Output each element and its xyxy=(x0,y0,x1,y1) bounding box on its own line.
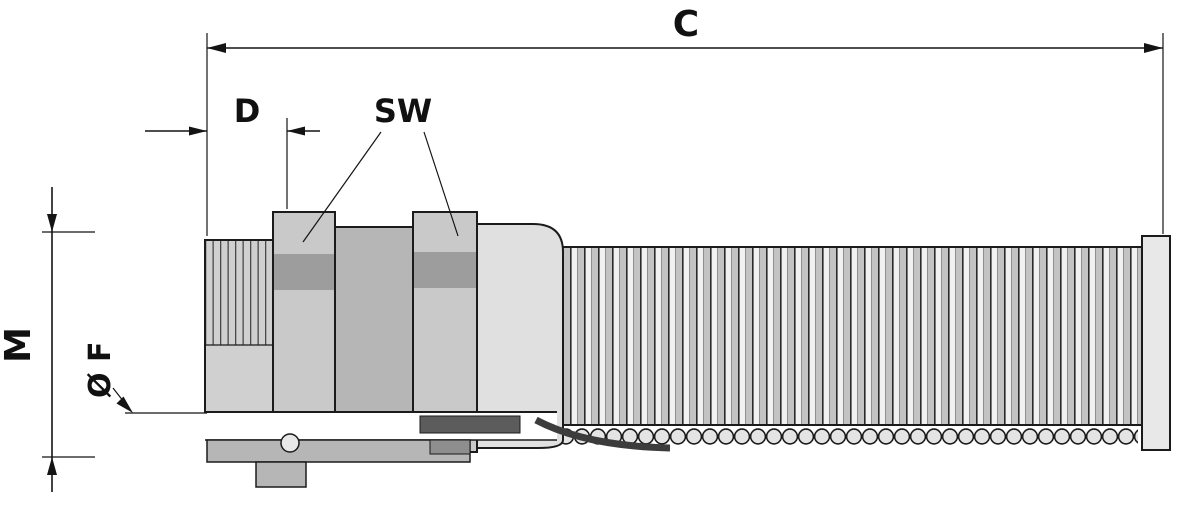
c-arrow-left xyxy=(207,43,226,53)
dimension-m: M xyxy=(0,187,95,492)
m-arrow-bottom xyxy=(47,457,57,475)
conduit-corrugations xyxy=(555,246,1145,426)
sw-leader-front-nut xyxy=(302,131,382,243)
d-arrow-right xyxy=(287,126,305,136)
dimension-d: D xyxy=(145,92,320,209)
label-wrench-size: SW xyxy=(374,92,432,130)
label-thread-length: D xyxy=(234,92,261,130)
d-arrow-left xyxy=(189,126,207,136)
sw-leader-rear-nut xyxy=(423,131,459,237)
annotation-sw: SW xyxy=(302,92,459,243)
dimension-c: C xyxy=(206,4,1164,236)
hex-nut-rear-facet xyxy=(414,252,476,288)
seal-insert xyxy=(419,415,521,434)
clamp-step xyxy=(429,439,471,455)
thread-lines xyxy=(206,241,272,345)
cap-nut xyxy=(476,223,564,449)
c-arrow-right xyxy=(1144,43,1163,53)
gland-fitting xyxy=(204,211,671,488)
flexible-conduit xyxy=(555,235,1171,451)
conduit-end-ferrule xyxy=(1141,235,1171,451)
f-arrow xyxy=(116,396,133,413)
dimension-f: Ø F xyxy=(83,342,207,414)
label-thread-size: M xyxy=(0,327,39,363)
m-arrow-top xyxy=(47,214,57,232)
conduit-entry-curve xyxy=(534,416,671,452)
clamp-claw-tab xyxy=(255,461,307,488)
clamp-ball xyxy=(280,433,300,453)
hex-nut-front-facet xyxy=(274,254,334,290)
label-overall-length: C xyxy=(673,4,699,45)
label-bore-diameter: Ø F xyxy=(83,342,118,398)
